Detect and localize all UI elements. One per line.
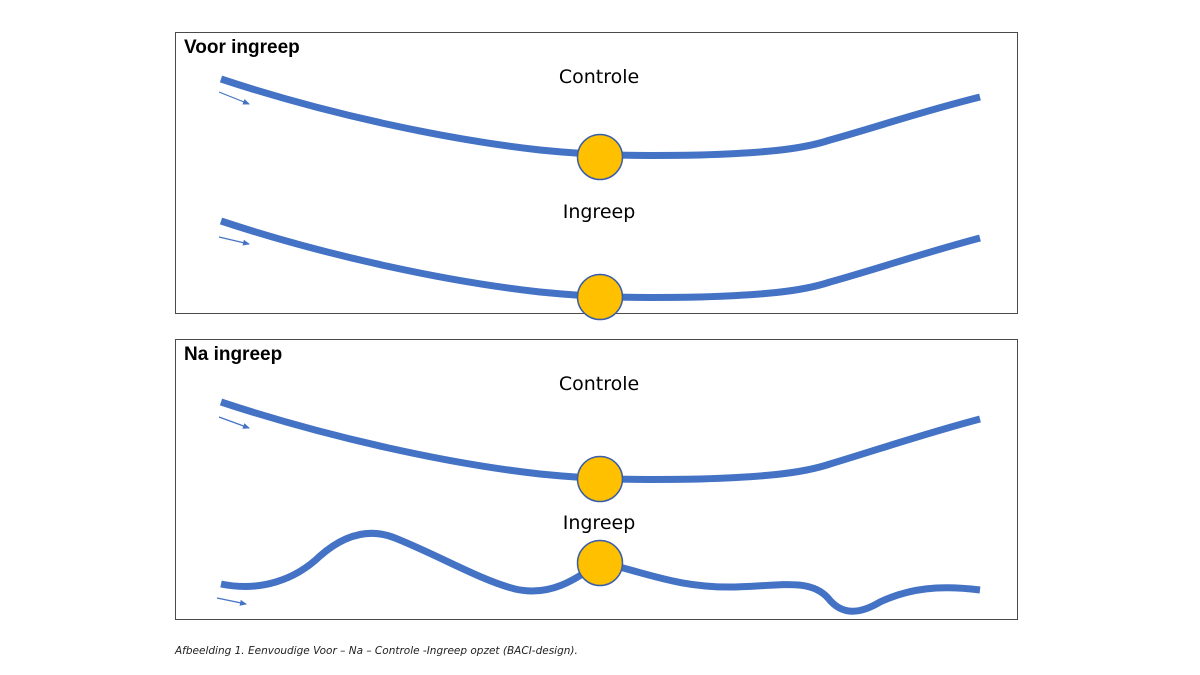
figure-caption: Afbeelding 1. Eenvoudige Voor – Na – Con…: [175, 645, 578, 657]
panel-title-after: Na ingreep: [184, 344, 283, 365]
panel-after-intervention: Na ingreep: [175, 339, 1018, 620]
panel-before-intervention: Voor ingreep: [175, 32, 1018, 314]
panel-title-before: Voor ingreep: [184, 37, 300, 58]
